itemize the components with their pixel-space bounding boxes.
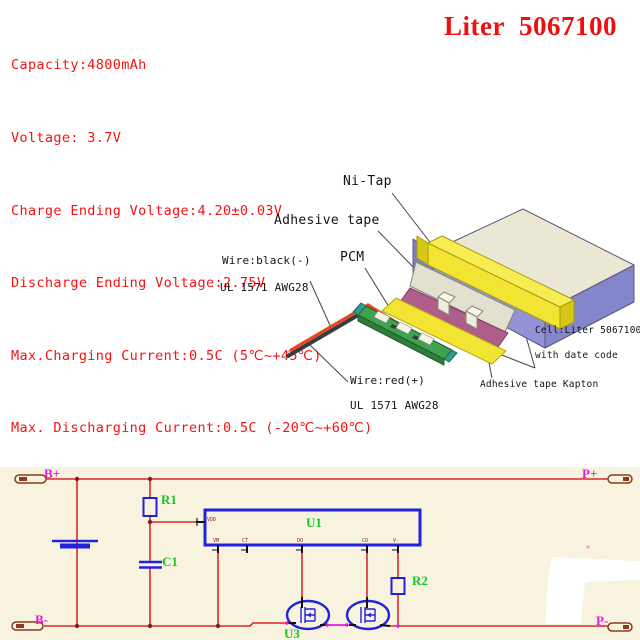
mosfet-right-symbol [360, 607, 376, 623]
resistor-r2 [390, 577, 406, 595]
spec-capacity: Capacity:4800mAh [11, 57, 147, 74]
mosfet-gate-leads [301, 597, 368, 608]
black-wire [286, 309, 367, 358]
protection-circuit-schematic: B+ B- P+ P- R1 C1 U1 R2 U3 VDD VM CT DO … [0, 467, 640, 640]
resistor-r1 [142, 497, 158, 517]
label-b-minus: B- [35, 612, 48, 627]
wire-bottom-rail-left [44, 622, 287, 627]
u1-pin-vdd: VDD [207, 517, 216, 523]
label-u1: U1 [306, 515, 322, 530]
pink-node-2 [325, 623, 329, 627]
product-title: Liter 5067100 [444, 11, 617, 41]
u1-pin-co: CO [362, 538, 368, 544]
adhesive-tape-bar [416, 235, 575, 330]
leader-adhesive-tape [377, 230, 420, 274]
circuit-wires [44, 478, 608, 627]
spec-voltage: Voltage: 3.7V [11, 130, 122, 147]
label-wire-black: Wire:black(-) [222, 254, 311, 267]
pcm-end-cap-left [352, 302, 367, 316]
label-c1: C1 [162, 554, 178, 569]
label-r1: R1 [161, 492, 177, 507]
label-wire-red-spec: UL 1571 AWG28 [350, 399, 439, 412]
fet-link [285, 621, 400, 628]
ni-tab-icon [437, 296, 450, 316]
pcm-pad-3 [417, 332, 435, 346]
leader-wire-red [309, 344, 349, 383]
u1-pin-do: DO [297, 538, 303, 544]
pink-node-4 [396, 624, 400, 628]
label-wire-red: Wire:red(+) [350, 374, 426, 387]
spec-max-discharging-current: Max. Discharging Current:0.5C (-20℃~+60℃… [11, 420, 373, 437]
label-adhesive-tape: Adhesive tape [274, 213, 380, 228]
pcm-component [390, 324, 397, 329]
label-kapton: Adhesive tape Kapton [480, 379, 599, 390]
circuit-components [52, 497, 422, 631]
spec-max-charging-current: Max.Charging Current:0.5C (5℃~+45℃) [11, 347, 322, 364]
leader-wire-black [309, 280, 334, 333]
leader-ni-tap [391, 192, 437, 251]
label-p-minus: P- [596, 613, 608, 628]
pink-node-3 [345, 623, 349, 627]
label-b-plus: B+ [44, 467, 60, 481]
label-ni-tap: Ni-Tap [343, 174, 392, 189]
u1-pin-vminus: V- [393, 538, 399, 544]
label-r2: R2 [412, 573, 428, 588]
tape-bar-right-cap [559, 299, 575, 330]
mosfet-left-symbol [300, 607, 316, 623]
leader-pcm [364, 267, 390, 308]
label-u3: U3 [284, 626, 300, 640]
ni-tab-icon-2 [465, 310, 478, 330]
spec-charge-ending-voltage: Charge Ending Voltage:4.20±0.03V [11, 202, 283, 219]
label-wire-black-spec: UL 1571 AWG28 [220, 281, 309, 294]
pcm-pad [373, 310, 391, 324]
label-date-code: with date code [535, 350, 618, 361]
junction-dots [74, 476, 221, 629]
terminal-connectors [11, 474, 633, 632]
label-cell-model: Cell:Liter 5067100 [535, 325, 640, 336]
spec-discharge-ending-voltage: Discharge Ending Voltage:2.75V [11, 275, 266, 292]
kapton-tape-bottom-strip [381, 297, 507, 365]
pcm-pad-2 [395, 321, 413, 335]
pin-ticks [196, 518, 397, 551]
u1-pin-vm: VM [213, 538, 219, 544]
pcm-component-2 [412, 335, 419, 340]
pink-node [285, 621, 289, 625]
battery-illustration [284, 192, 635, 383]
pcm-board [352, 302, 458, 366]
label-p-plus: P+ [582, 467, 597, 481]
watermark-dot [586, 545, 590, 549]
watermark-blob [545, 545, 640, 624]
label-pcm: PCM [340, 250, 365, 265]
u1-bottom-pins [217, 545, 399, 553]
mosfet-source-leads [287, 622, 391, 627]
pin-stubs [196, 518, 399, 627]
pcm-end-cap-right [443, 349, 458, 363]
u1-pin-ct: CT [242, 538, 248, 544]
ic-u1-body [203, 508, 422, 547]
schematic-drawing: B+ B- P+ P- R1 C1 U1 R2 U3 VDD VM CT DO … [11, 467, 640, 640]
